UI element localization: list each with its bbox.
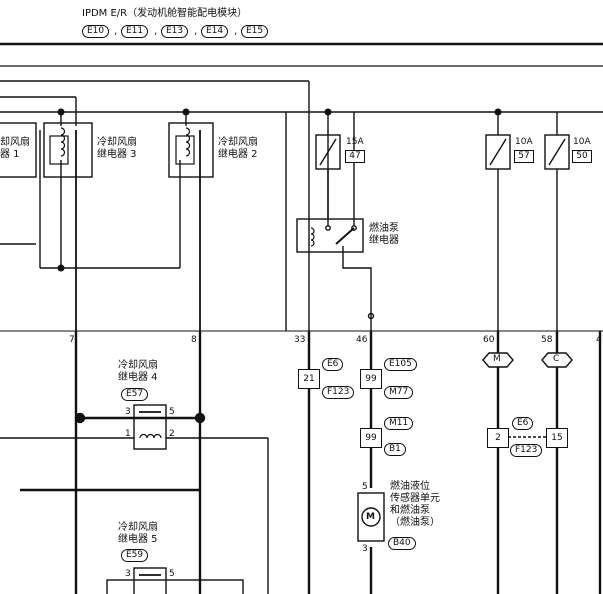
fuse-15a-rating: 15A bbox=[346, 137, 364, 147]
fuel-sender-label: 燃油液位 传感器单元 和燃油泵 （燃油泵） bbox=[390, 481, 440, 528]
relay-5-pin-5: 5 bbox=[169, 569, 175, 579]
connector-e6: E6 bbox=[322, 358, 344, 371]
module-title: IPDM E/R（发动机舱智能配电模块） bbox=[82, 8, 248, 19]
motor-icon: M bbox=[366, 512, 375, 522]
marker-c-shape bbox=[541, 352, 573, 368]
hand-cursor bbox=[367, 312, 375, 320]
connector-e59: E59 bbox=[121, 549, 149, 562]
fan-relay-3-inner bbox=[49, 135, 69, 165]
pin-58: 58 bbox=[541, 335, 553, 345]
fuel-sender-motor bbox=[361, 507, 381, 527]
marker-c: C bbox=[553, 354, 560, 364]
relay-4-coil bbox=[139, 433, 162, 439]
fuel-pump-relay-switch bbox=[335, 227, 355, 245]
pin-60: 60 bbox=[483, 335, 495, 345]
separator: , bbox=[114, 26, 118, 37]
junction-box-99: 99 bbox=[360, 369, 382, 389]
pin-33: 33 bbox=[294, 335, 306, 345]
connector-e13: E13 bbox=[161, 25, 189, 38]
separator: , bbox=[234, 26, 238, 37]
motor-pin-5: 5 bbox=[362, 482, 368, 492]
fan-relay-5-box bbox=[133, 567, 167, 594]
connector-e57: E57 bbox=[121, 388, 149, 401]
connector-e14: E14 bbox=[201, 25, 229, 38]
fan-relay-2-inner bbox=[175, 135, 195, 165]
fan-relay-2-label: 冷却风扇继电器 2 bbox=[218, 137, 258, 160]
fuse-10a-rating: 10A bbox=[573, 137, 591, 147]
fuse-57-number: 57 bbox=[514, 150, 534, 163]
fuse-57-element bbox=[489, 138, 507, 166]
connector-e10: E10 bbox=[82, 25, 110, 38]
pin-46: 46 bbox=[356, 335, 368, 345]
fan-relay-3-label: 冷却风扇继电器 3 bbox=[97, 137, 137, 160]
junction-dot bbox=[74, 412, 86, 424]
fuel-pump-relay-coil bbox=[310, 227, 315, 247]
fuel-sender-box bbox=[357, 492, 385, 542]
relay-4-pin-3: 3 bbox=[125, 407, 131, 417]
fan-relay-4-label: 冷却风扇继电器 4 bbox=[118, 360, 158, 383]
fan-relay-4-box bbox=[133, 404, 167, 450]
pin-7: 7 bbox=[69, 335, 75, 345]
connector-e105: E105 bbox=[384, 358, 417, 371]
connector-e11: E11 bbox=[121, 25, 149, 38]
relay-5-pin-3: 3 bbox=[125, 569, 131, 579]
pin-8: 8 bbox=[191, 335, 197, 345]
junction-dot bbox=[57, 264, 65, 272]
relay-contact bbox=[325, 225, 331, 231]
junction-dot bbox=[194, 412, 206, 424]
fan-relay-3-coil bbox=[60, 127, 66, 157]
fan-relay-1-label: 却风扇器 1 bbox=[0, 137, 30, 160]
relay-4-pin-5: 5 bbox=[169, 407, 175, 417]
fuse-47-number: 47 bbox=[345, 150, 365, 163]
connector-f123: F123 bbox=[510, 444, 543, 457]
fan-relay-2-coil bbox=[185, 127, 191, 157]
fan-relay-1-box bbox=[0, 122, 37, 178]
connector-e15: E15 bbox=[241, 25, 269, 38]
relay-4-pin-2: 2 bbox=[169, 429, 175, 439]
connector-b40: B40 bbox=[388, 537, 416, 550]
fan-relay-3-box bbox=[43, 122, 93, 178]
junction-box-15: 15 bbox=[546, 428, 568, 448]
connector-f123: F123 bbox=[322, 386, 355, 399]
junction-box-99: 99 bbox=[360, 428, 382, 448]
separator: , bbox=[194, 26, 198, 37]
fuel-relay-output-wire bbox=[342, 246, 372, 331]
relay-4-pin-1: 1 bbox=[125, 429, 131, 439]
fuse-15a-element bbox=[319, 138, 337, 166]
marker-m-shape bbox=[482, 352, 514, 368]
connector-e6: E6 bbox=[512, 417, 534, 430]
fan-relay-5-frame bbox=[106, 579, 244, 594]
pin-4: 4 bbox=[596, 335, 602, 345]
motor-pin-3: 3 bbox=[362, 544, 368, 554]
marker-m: M bbox=[493, 354, 501, 364]
separator: , bbox=[154, 26, 158, 37]
fuel-pump-relay-label: 燃油泵继电器 bbox=[369, 223, 399, 246]
connector-b1: B1 bbox=[384, 443, 406, 456]
junction-box-2: 2 bbox=[487, 428, 509, 448]
fuse-50-element bbox=[548, 138, 566, 166]
connector-m11: M11 bbox=[384, 417, 414, 430]
fuel-pump-relay-box bbox=[296, 218, 364, 253]
connector-m77: M77 bbox=[384, 386, 414, 399]
fuse-50-number: 50 bbox=[572, 150, 592, 163]
fan-relay-5-label: 冷却风扇继电器 5 bbox=[118, 522, 158, 545]
fuse-10a-rating: 10A bbox=[515, 137, 533, 147]
junction-box-21: 21 bbox=[298, 369, 320, 389]
fan-relay-2-box bbox=[168, 122, 214, 178]
